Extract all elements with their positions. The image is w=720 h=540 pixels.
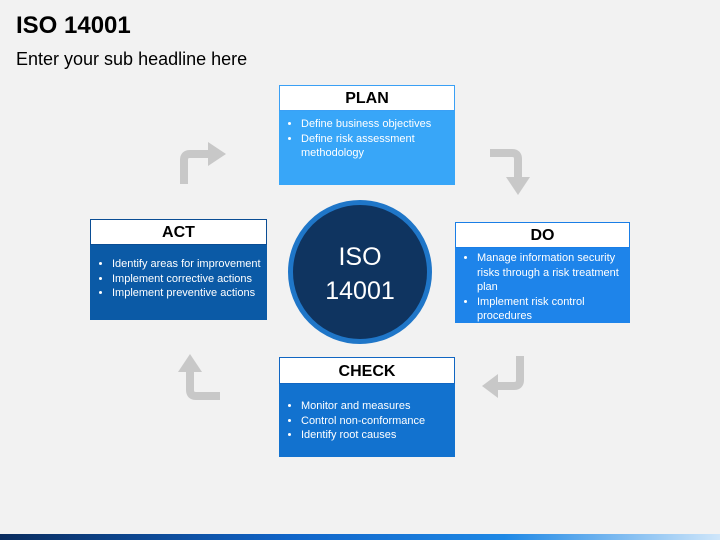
act-item: Implement corrective actions (112, 272, 267, 287)
arrow-act-to-plan-icon (180, 142, 226, 184)
check-body: Monitor and measures Control non-conform… (279, 384, 455, 457)
act-item: Identify areas for improvement (112, 257, 267, 272)
center-label-line1: ISO (338, 243, 382, 271)
plan-label: PLAN (279, 85, 455, 111)
plan-item: Define risk assessment methodology (301, 132, 455, 161)
check-box: CHECK Monitor and measures Control non-c… (279, 357, 455, 457)
plan-box: PLAN Define business objectives Define r… (279, 85, 455, 185)
do-body: Manage information security risks throug… (455, 248, 630, 323)
act-box: ACT Identify areas for improvement Imple… (90, 219, 267, 320)
arrow-check-to-act-icon (178, 354, 220, 400)
check-item: Identify root causes (301, 428, 455, 443)
page-subtitle: Enter your sub headline here (16, 49, 248, 69)
arrow-do-to-check-icon (482, 356, 524, 398)
check-item: Control non-conformance (301, 414, 455, 429)
center-circle: ISO 14001 (288, 200, 432, 344)
check-label: CHECK (279, 357, 455, 384)
act-body: Identify areas for improvement Implement… (90, 245, 267, 320)
arrow-plan-to-do-icon (490, 149, 530, 195)
act-item: Implement preventive actions (112, 286, 267, 301)
do-item: Manage information security risks throug… (477, 251, 630, 295)
footer-gradient-bar (0, 534, 720, 540)
page-title: ISO 14001 (16, 12, 131, 39)
do-label: DO (455, 222, 630, 248)
act-label: ACT (90, 219, 267, 245)
center-label-line2: 14001 (325, 277, 395, 305)
check-item: Monitor and measures (301, 399, 455, 414)
do-item: Implement risk control procedures (477, 295, 630, 324)
plan-item: Define business objectives (301, 117, 455, 132)
do-box: DO Manage information security risks thr… (455, 222, 630, 323)
plan-body: Define business objectives Define risk a… (279, 111, 455, 185)
